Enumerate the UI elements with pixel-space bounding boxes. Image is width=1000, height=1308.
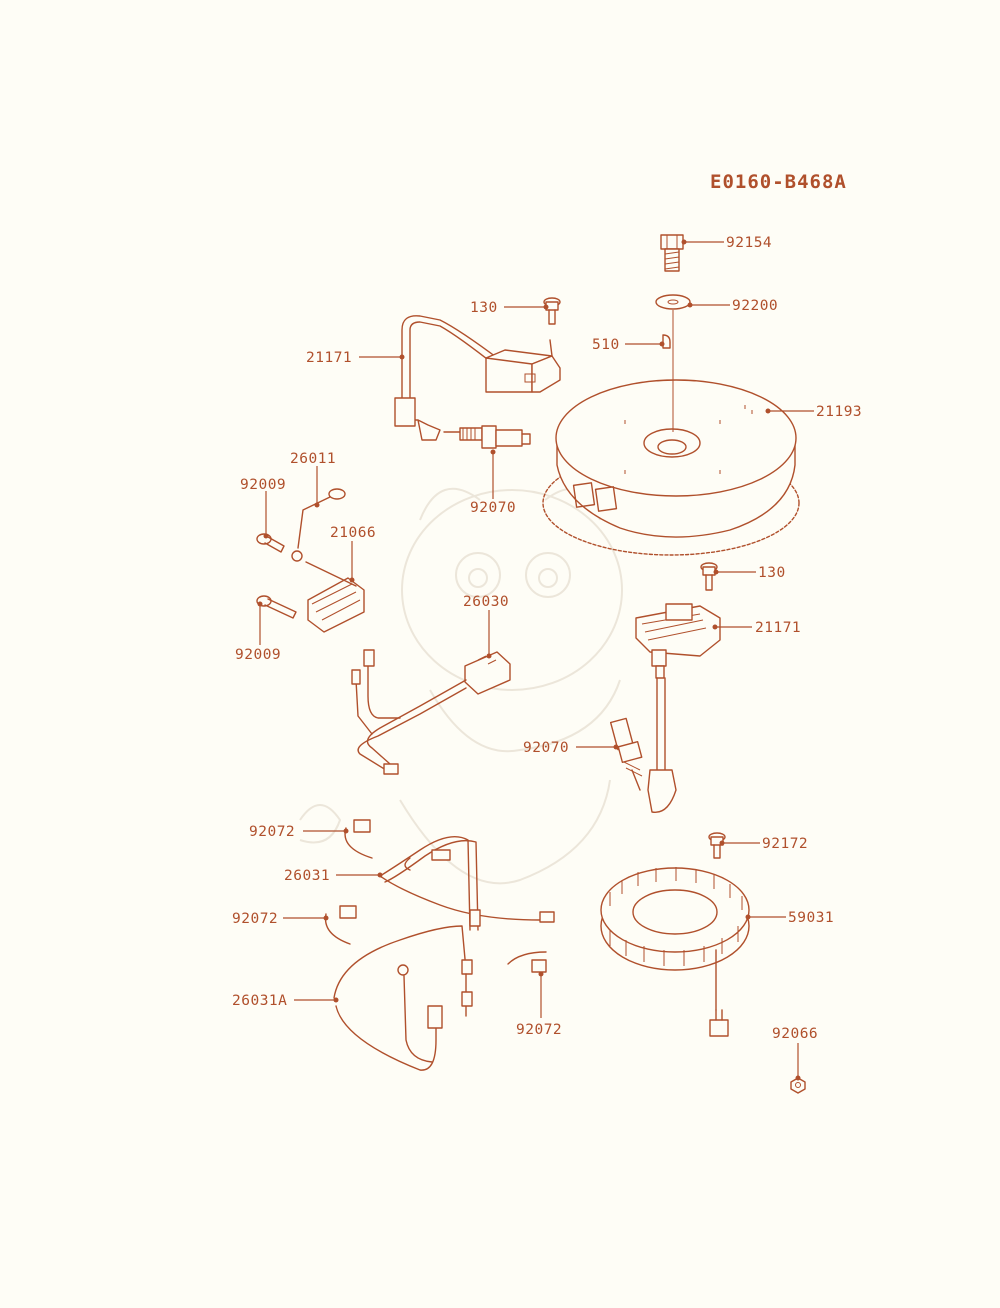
washer-92200[interactable]: [655, 294, 691, 310]
part-label-59031[interactable]: 59031: [788, 910, 834, 926]
part-label-92200[interactable]: 92200: [732, 298, 778, 314]
part-label-92009-bottom[interactable]: 92009: [235, 647, 281, 663]
bolt-130-top[interactable]: [543, 297, 561, 325]
clamp-92072-c[interactable]: [507, 951, 547, 973]
part-label-92009-top[interactable]: 92009: [240, 477, 286, 493]
module-21066[interactable]: [305, 561, 365, 633]
part-label-92172[interactable]: 92172: [762, 836, 808, 852]
part-label-130-right[interactable]: 130: [758, 565, 786, 581]
part-label-21193[interactable]: 21193: [816, 404, 862, 420]
part-label-26030[interactable]: 26030: [463, 594, 509, 610]
bolt-130-right[interactable]: [700, 562, 718, 591]
part-label-26031A[interactable]: 26031A: [232, 993, 287, 1009]
part-label-92070-top[interactable]: 92070: [470, 500, 516, 516]
spark-plug-92070-top[interactable]: [443, 425, 531, 449]
part-label-92066[interactable]: 92066: [772, 1026, 818, 1042]
watermark-mascot: [299, 487, 623, 885]
bolt-92154[interactable]: [660, 234, 684, 272]
harness-26031[interactable]: [379, 836, 555, 931]
ignition-coil-right-21171[interactable]: [635, 603, 721, 814]
part-label-92072-b[interactable]: 92072: [232, 911, 278, 927]
part-label-130-top[interactable]: 130: [470, 300, 498, 316]
stator-59031[interactable]: [600, 867, 750, 1037]
part-label-26011[interactable]: 26011: [290, 451, 336, 467]
part-label-26031[interactable]: 26031: [284, 868, 330, 884]
key-510[interactable]: [662, 334, 671, 349]
part-label-21171-top[interactable]: 21171: [306, 350, 352, 366]
part-label-510[interactable]: 510: [592, 337, 620, 353]
screw-92009-bottom[interactable]: [256, 595, 297, 619]
part-label-92072-c[interactable]: 92072: [516, 1022, 562, 1038]
spark-plug-92070-right[interactable]: [609, 717, 643, 791]
ignition-coil-top-21171[interactable]: [394, 315, 561, 441]
clamp-92072-a[interactable]: [344, 819, 373, 859]
flywheel-21193[interactable]: [542, 379, 800, 556]
harness-26031A[interactable]: [333, 925, 473, 1071]
screw-92009-top[interactable]: [256, 533, 285, 553]
harness-26030[interactable]: [351, 649, 511, 775]
part-label-92070-right[interactable]: 92070: [523, 740, 569, 756]
part-label-21171-right[interactable]: 21171: [755, 620, 801, 636]
leader-lines: [259, 241, 814, 1078]
lead-wire-26011[interactable]: [291, 488, 346, 562]
leader-points: [257, 239, 801, 1081]
part-label-92154[interactable]: 92154: [726, 235, 772, 251]
part-label-92072-a[interactable]: 92072: [249, 824, 295, 840]
screw-92172[interactable]: [708, 832, 726, 859]
clamp-92072-b[interactable]: [324, 905, 357, 945]
diagram-code: E0160-B468A: [710, 171, 847, 193]
part-label-21066[interactable]: 21066: [330, 525, 376, 541]
